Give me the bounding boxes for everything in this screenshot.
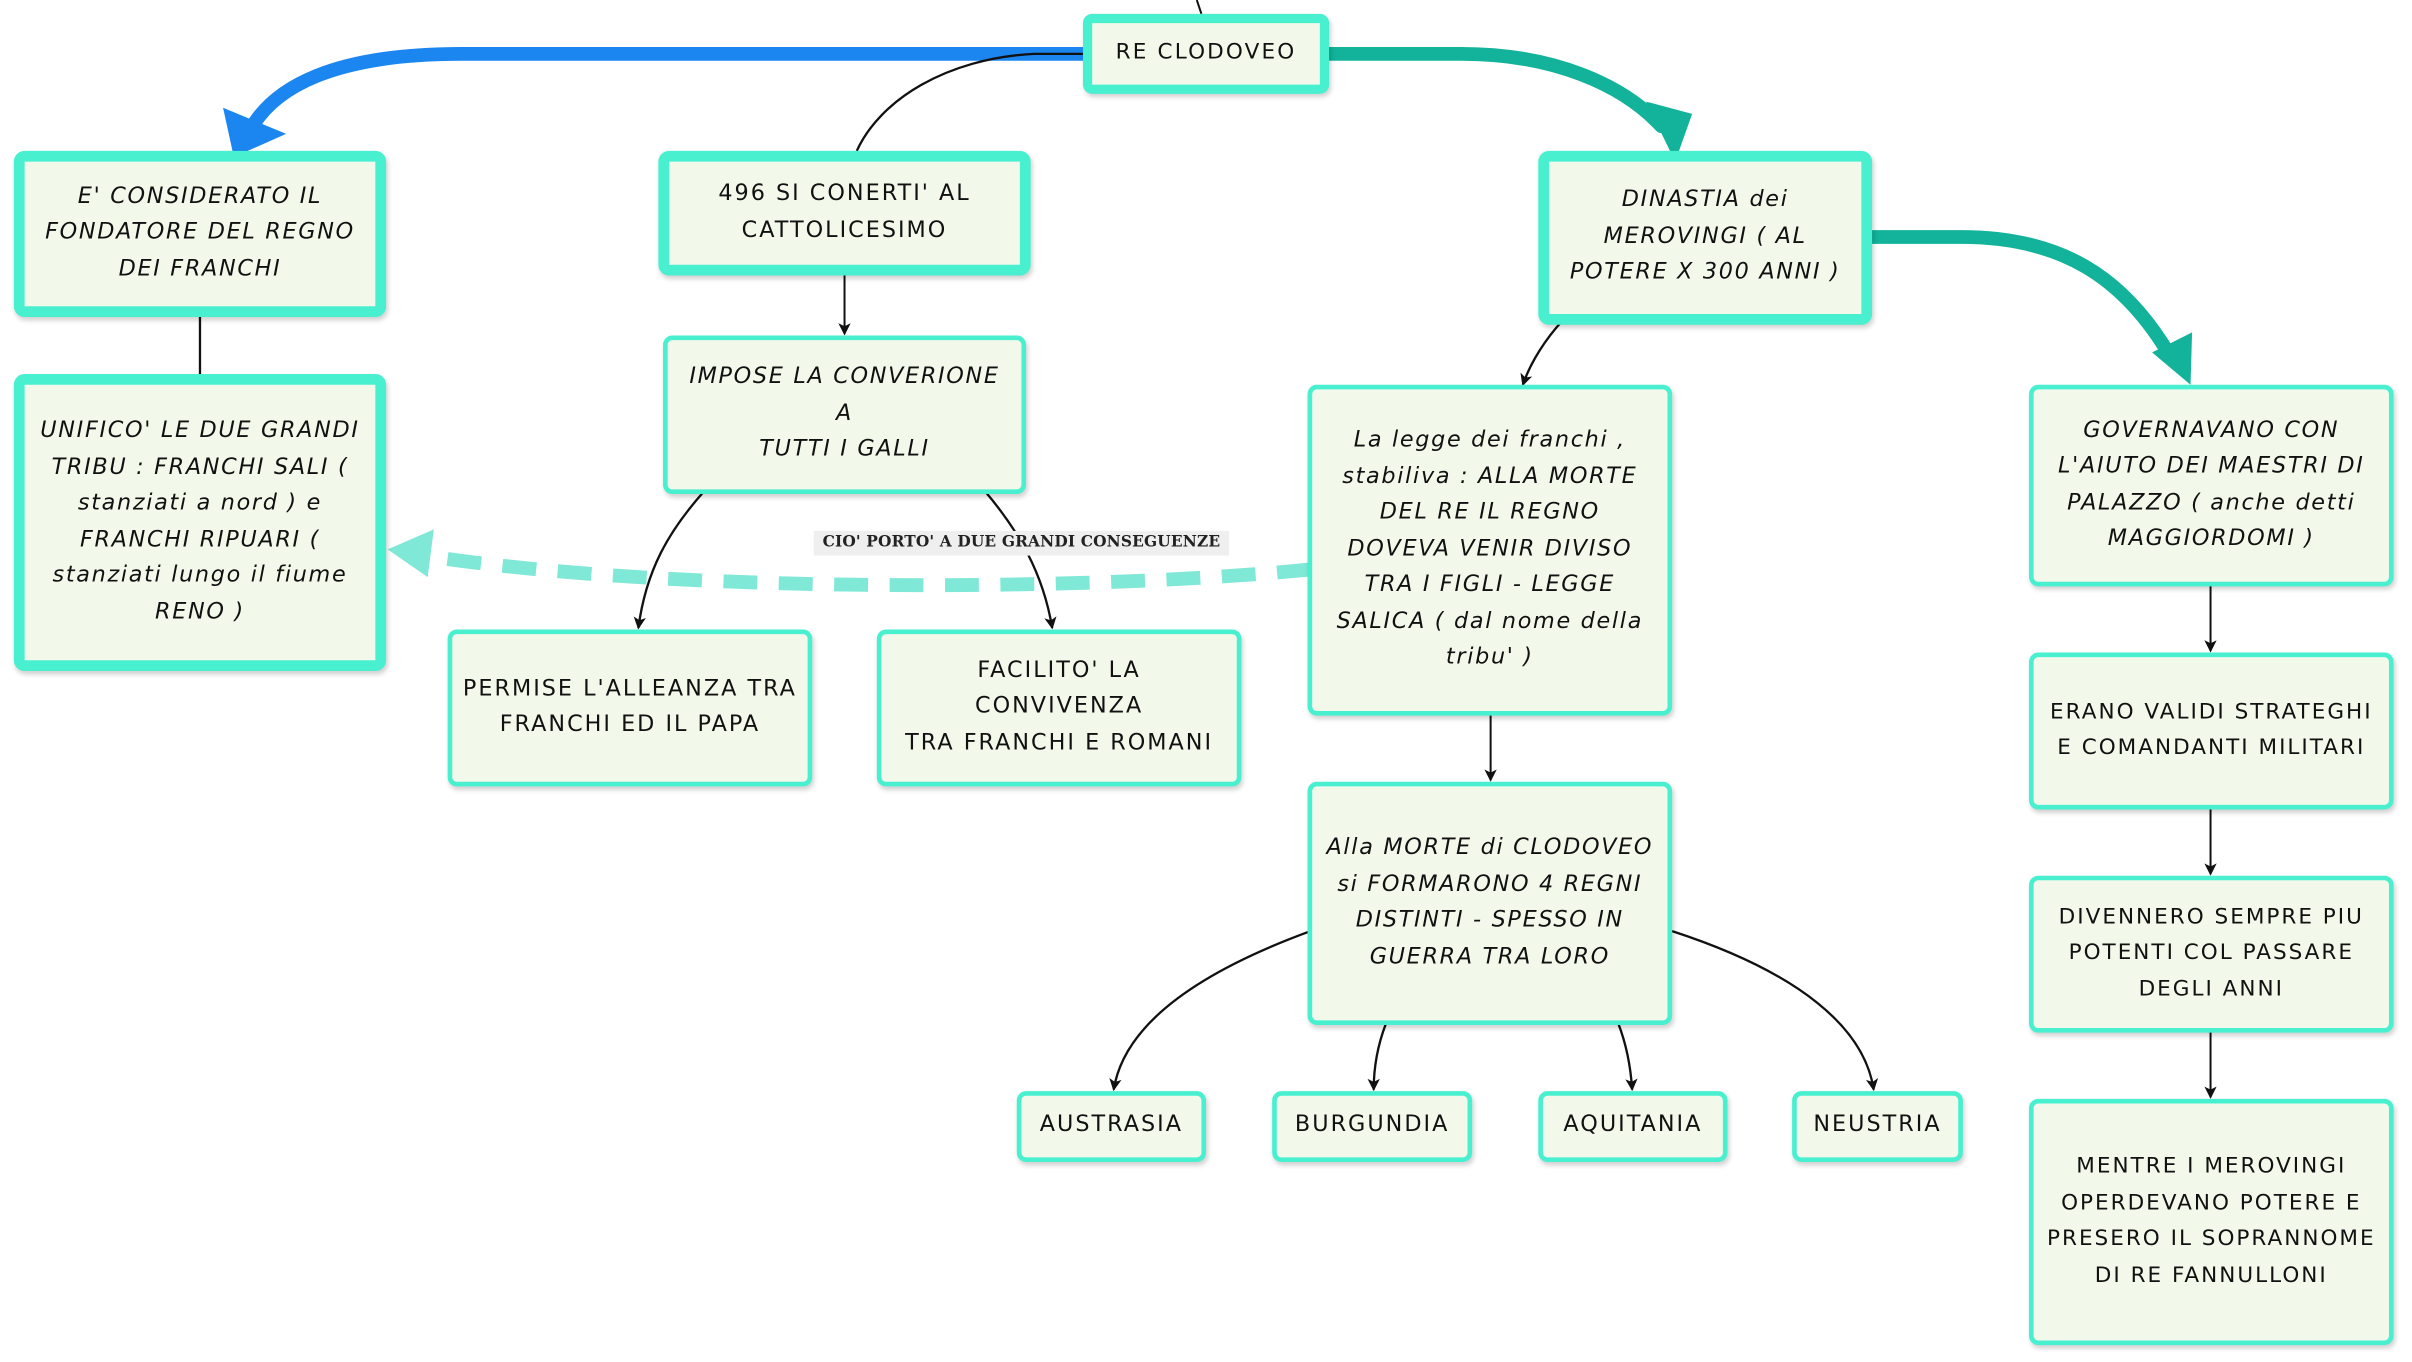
dashed-link-head — [387, 529, 434, 578]
node-kingdom-burgundia[interactable]: BURGUNDIA — [1272, 1091, 1473, 1162]
node-alliance-pope[interactable]: PERMISE L'ALLEANZA TRA FRANCHI ED IL PAP… — [447, 629, 813, 787]
node-more-powerful[interactable]: DIVENNERO SEMPRE PIU POTENTI COL PASSARE… — [2029, 875, 2394, 1033]
node-coexistence[interactable]: FACILITO' LA CONVIVENZA TRA FRANCHI E RO… — [876, 629, 1242, 787]
connector-kingdoms-to-austrasia — [1109, 930, 1312, 1092]
node-re-clodoveo[interactable]: RE CLODOVEO — [1082, 13, 1330, 94]
arrow-head-root-to-dynasty — [1645, 101, 1693, 162]
node-imposed-conversion[interactable]: IMPOSE LA CONVERIONE A TUTTI I GALLI — [663, 335, 1027, 495]
arrow-head-dynasty-to-mayors — [2152, 332, 2193, 385]
node-converted[interactable]: 496 SI CONERTI' AL CATTOLICESIMO — [658, 150, 1031, 276]
node-strategists[interactable]: ERANO VALIDI STRATEGHI E COMANDANTI MILI… — [2029, 652, 2394, 810]
node-founder[interactable]: E' CONSIDERATO IL FONDATORE DEL REGNO DE… — [13, 150, 387, 318]
connector-imposed-to-alliance — [633, 491, 704, 630]
connector-root-to-converted — [855, 52, 1087, 152]
connector-kingdoms-to-burgundia — [1367, 1023, 1388, 1092]
connector-kingdoms-to-aquitania — [1617, 1023, 1638, 1092]
connector-kingdoms-to-neustria — [1671, 929, 1879, 1092]
node-salic-law[interactable]: La legge dei franchi , stabiliva : ALLA … — [1307, 384, 1673, 716]
node-unified-tribes[interactable]: UNIFICO' LE DUE GRANDI TRIBU : FRANCHI S… — [13, 373, 387, 672]
node-merovingian-dynasty[interactable]: DINASTIA dei MEROVINGI ( AL POTERE X 300… — [1538, 150, 1873, 325]
consequences-label: CIO' PORTO' A DUE GRANDI CONSEGUENZE — [813, 530, 1230, 556]
node-kingdom-aquitania[interactable]: AQUITANIA — [1538, 1091, 1728, 1162]
dashed-link-law-to-unified — [414, 547, 1312, 593]
node-lazy-kings[interactable]: MENTRE I MEROVINGI OPERDEVANO POTERE E P… — [2029, 1098, 2394, 1346]
connector-root-top — [1195, 0, 1203, 15]
arrow-root-to-dynasty — [1319, 46, 1669, 134]
arrow-root-to-founder — [239, 46, 1093, 146]
connector-imposed-to-coexistence — [985, 491, 1057, 630]
connector-dynasty-to-law — [1520, 319, 1564, 387]
arrow-head-root-to-founder — [223, 107, 287, 157]
node-mayors-of-palace[interactable]: GOVERNAVANO CON L'AIUTO DEI MAESTRI DI P… — [2029, 384, 2394, 587]
node-kingdom-austrasia[interactable]: AUSTRASIA — [1016, 1091, 1207, 1162]
arrow-dynasty-to-mayors — [1860, 230, 2176, 361]
node-four-kingdoms[interactable]: Alla MORTE di CLODOVEO si FORMARONO 4 RE… — [1307, 781, 1673, 1025]
node-kingdom-neustria[interactable]: NEUSTRIA — [1792, 1091, 1963, 1162]
